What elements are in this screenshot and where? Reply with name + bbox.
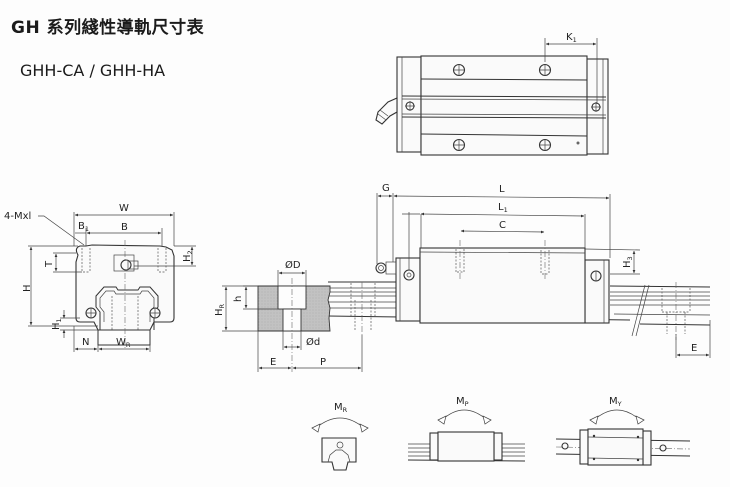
side-view-dimensions: G L L1 C H3 E [376, 183, 711, 358]
dim-W: W [119, 203, 129, 214]
label-tap-spec: 4-Mxl [4, 211, 31, 222]
page-title: GH 系列綫性導軌尺寸表 [11, 18, 205, 38]
moment-pitch-diagram: MP [407, 396, 526, 462]
front-view-dimensions: W B1 B 4-Mxl H T H2 H1 N WR [4, 203, 196, 352]
dim-B: B [121, 222, 128, 233]
model-subtitle: GHH-CA / GHH-HA [20, 61, 166, 80]
rail-profile [95, 286, 159, 330]
block-top [420, 55, 588, 156]
dim-H1: H1 [51, 318, 63, 330]
label-MR: MR [334, 402, 348, 414]
dim-HR: HR [214, 303, 226, 316]
dim-H3: H3 [622, 256, 634, 268]
dim-K1: K1 [566, 32, 577, 44]
dim-L1: L1 [498, 202, 508, 214]
top-view: K1 [375, 32, 609, 156]
label-MY: MY [609, 396, 622, 408]
moment-roll-diagram: MR [311, 402, 369, 471]
dim-N: N [82, 337, 89, 348]
dim-E: E [270, 357, 276, 368]
block-side [419, 247, 586, 324]
dim-T: T [44, 260, 55, 268]
moment-yaw-diagram: MY [555, 396, 691, 466]
dim-OD: ØD [285, 259, 301, 271]
dim-E-right: E [691, 343, 697, 354]
label-MP: MP [456, 396, 469, 408]
roll-block-icon [321, 437, 357, 471]
dim-WR: WR [116, 337, 131, 349]
dim-B1: B1 [78, 221, 89, 233]
dim-Od: Ød [306, 336, 320, 348]
dim-G: G [382, 183, 390, 194]
grease-nipple-side [375, 262, 387, 274]
dim-H: H [22, 284, 33, 292]
mount-holes [405, 63, 601, 152]
dim-C: C [499, 220, 506, 231]
pitch-block-icon [437, 431, 495, 462]
side-view [327, 240, 711, 340]
front-view [75, 240, 175, 350]
rail-section: ØD Ød h HR E P [214, 259, 363, 372]
grease-nipple [120, 259, 132, 271]
dim-H2: H2 [182, 250, 194, 262]
yaw-block-icon [587, 428, 644, 466]
grease-nipple-top [375, 97, 398, 125]
dim-h: h [233, 296, 244, 302]
dim-L: L [499, 184, 505, 195]
dim-P: P [320, 357, 326, 368]
